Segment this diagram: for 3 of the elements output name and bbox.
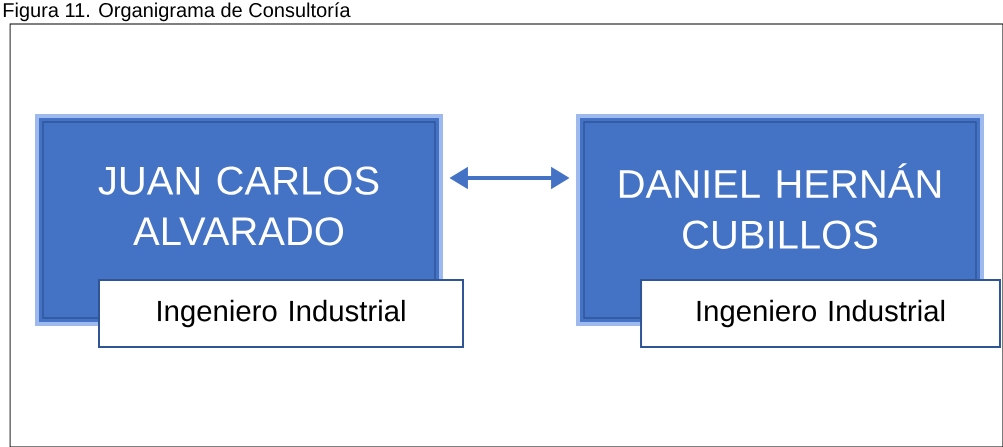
title-label: Ingeniero Industrial xyxy=(98,279,464,348)
title-label: Ingeniero Industrial xyxy=(640,279,1001,348)
figure-title: Figura 11. Organigrama de Consultoría xyxy=(3,2,351,22)
